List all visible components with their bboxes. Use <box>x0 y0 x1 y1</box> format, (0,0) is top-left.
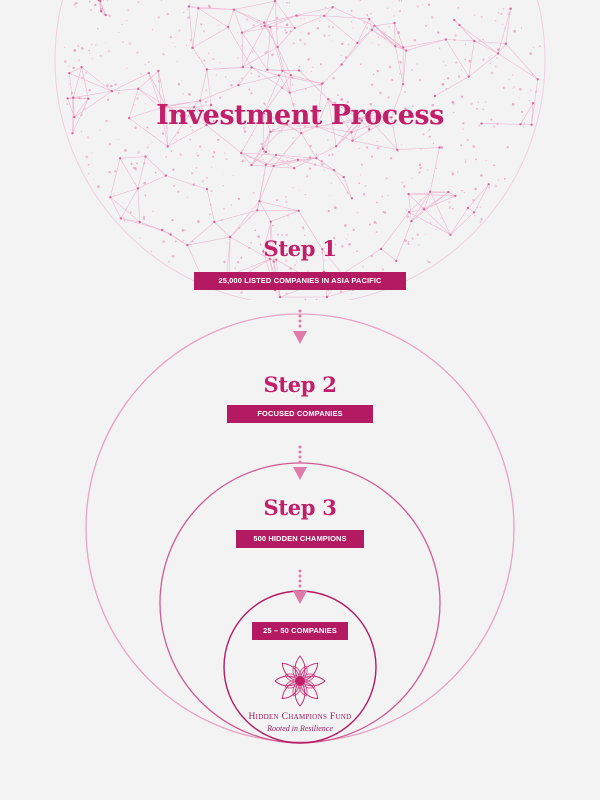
dotted-down-arrow-icon <box>293 569 307 604</box>
step-3-heading: Step 3 <box>263 495 337 520</box>
step-3-label: 500 HIDDEN CHAMPIONS <box>236 530 364 548</box>
final-selection-label: 25 – 50 COMPANIES <box>252 622 348 640</box>
dotted-down-arrow-icon <box>293 445 307 480</box>
fund-tagline: Rooted in Resilience <box>267 724 333 733</box>
outer-circle <box>85 313 515 743</box>
step-1-heading: Step 1 <box>263 236 337 261</box>
fund-name: Hidden Champions Fund <box>248 712 352 722</box>
step-2-label: FOCUSED COMPANIES <box>227 405 373 423</box>
page-title: Investment Process <box>156 100 444 131</box>
step-1-label: 25,000 LISTED COMPANIES IN ASIA PACIFIC <box>194 272 406 290</box>
world-network-globe-graphic <box>54 0 546 300</box>
dotted-down-arrow-icon <box>293 309 307 344</box>
lotus-mandala-logo <box>274 655 326 707</box>
step-2-heading: Step 2 <box>263 372 337 397</box>
